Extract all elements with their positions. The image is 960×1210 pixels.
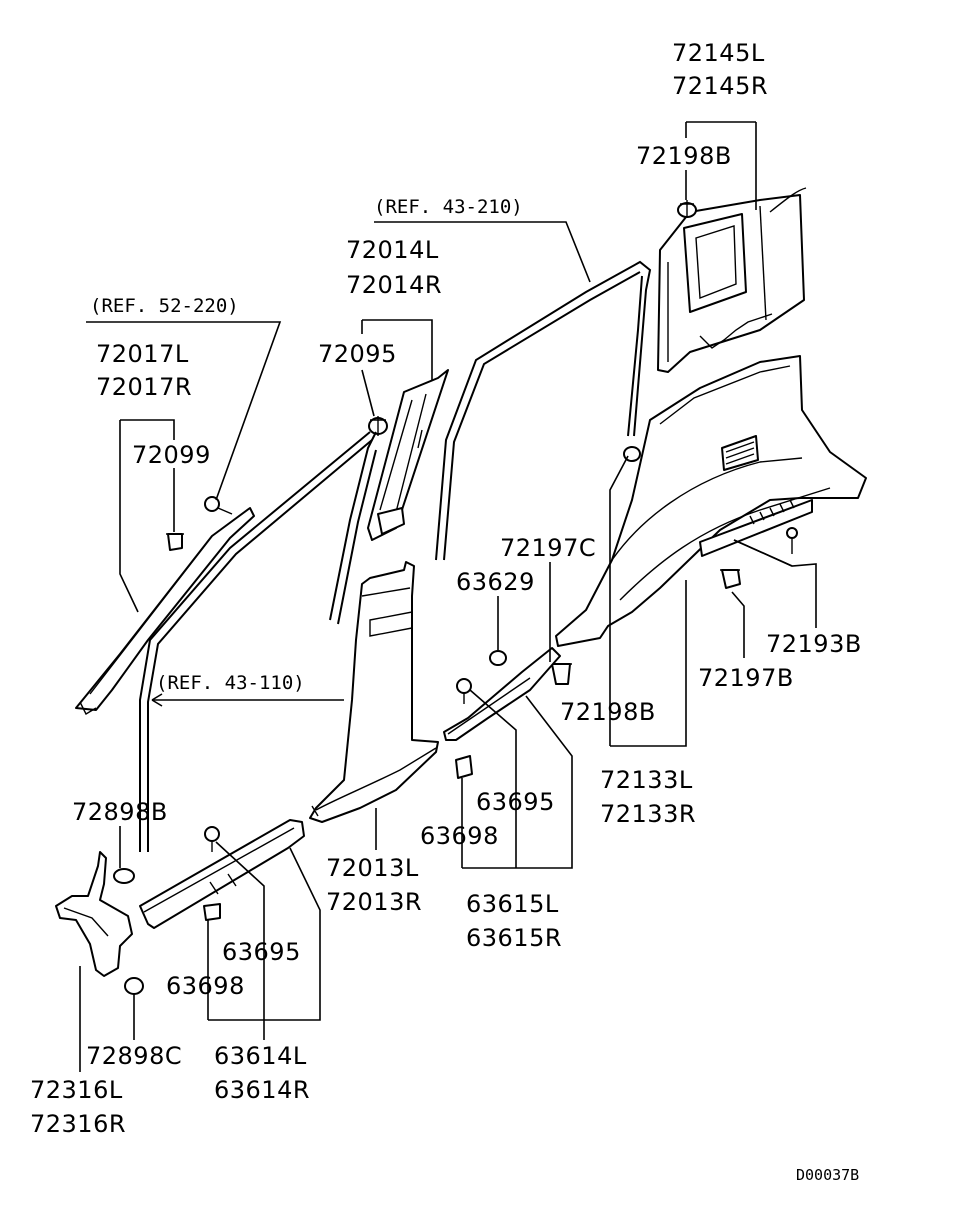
screw-72193B: [786, 527, 798, 554]
door-weatherstrip-rear: [435, 260, 652, 561]
label-63695-left: 63695: [222, 938, 301, 966]
label-72198B-mid: 72198B: [560, 698, 656, 726]
clip-72197B: [720, 569, 741, 589]
label-63698-right: 63698: [420, 822, 499, 850]
label-72197B: 72197B: [698, 664, 794, 692]
label-72013L: 72013L: [326, 854, 419, 882]
label-ref-52-220: (REF. 52-220): [90, 295, 239, 317]
clip-72197C: [550, 663, 572, 685]
label-72017R: 72017R: [96, 373, 192, 401]
label-63614R: 63614R: [214, 1076, 310, 1104]
leader-lines: [79, 121, 817, 1072]
clip-72099: [166, 533, 184, 551]
clip-63698-left: [203, 903, 221, 921]
label-72145L: 72145L: [672, 39, 765, 67]
front-kick-panel: [55, 851, 133, 977]
clip-72198B-top: [677, 200, 697, 218]
clip-ref52-220: [204, 496, 233, 515]
screw-63695-right: [456, 678, 472, 704]
grommet-72898B: [113, 868, 135, 884]
center-pillar-upper-trim: [367, 369, 449, 541]
label-72014L: 72014L: [346, 236, 439, 264]
cap-72898C: [124, 977, 144, 995]
label-63615R: 63615R: [466, 924, 562, 952]
label-72014R: 72014R: [346, 271, 442, 299]
label-72145R: 72145R: [672, 72, 768, 100]
label-72133R: 72133R: [600, 800, 696, 828]
center-pillar-lower-trim: [309, 561, 439, 823]
clip-63629: [489, 650, 507, 666]
label-63615L: 63615L: [466, 890, 559, 918]
label-72316L: 72316L: [30, 1076, 123, 1104]
label-72898B: 72898B: [72, 798, 168, 826]
label-63629: 63629: [456, 568, 535, 596]
label-72198B-top: 72198B: [636, 142, 732, 170]
scuff-plate-front: [139, 819, 305, 929]
diagram-code: D00037B: [796, 1166, 859, 1184]
label-72017L: 72017L: [96, 340, 189, 368]
label-72133L: 72133L: [600, 766, 693, 794]
label-72316R: 72316R: [30, 1110, 126, 1138]
label-63695-right: 63695: [476, 788, 555, 816]
front-weatherstrip: [139, 431, 373, 852]
label-72095: 72095: [318, 340, 397, 368]
screw-63695-left: [204, 826, 220, 852]
clip-72095: [368, 416, 388, 436]
rear-quarter-lower-trim: [555, 355, 867, 647]
rear-quarter-upper-trim: [657, 187, 807, 373]
label-63614L: 63614L: [214, 1042, 307, 1070]
label-63698-left: 63698: [166, 972, 245, 1000]
label-72197C: 72197C: [500, 534, 596, 562]
callout-labels: 72145L 72145R 72198B (REF. 43-210) 72014…: [30, 39, 862, 1184]
label-ref-43-110: (REF. 43-110): [156, 672, 305, 694]
label-72099: 72099: [132, 441, 211, 469]
label-ref-43-210: (REF. 43-210): [374, 196, 523, 218]
front-pillar-trim: [75, 507, 255, 715]
label-72013R: 72013R: [326, 888, 422, 916]
label-72898C: 72898C: [86, 1042, 182, 1070]
clip-63698-right: [455, 755, 473, 779]
label-72193B: 72193B: [766, 630, 862, 658]
